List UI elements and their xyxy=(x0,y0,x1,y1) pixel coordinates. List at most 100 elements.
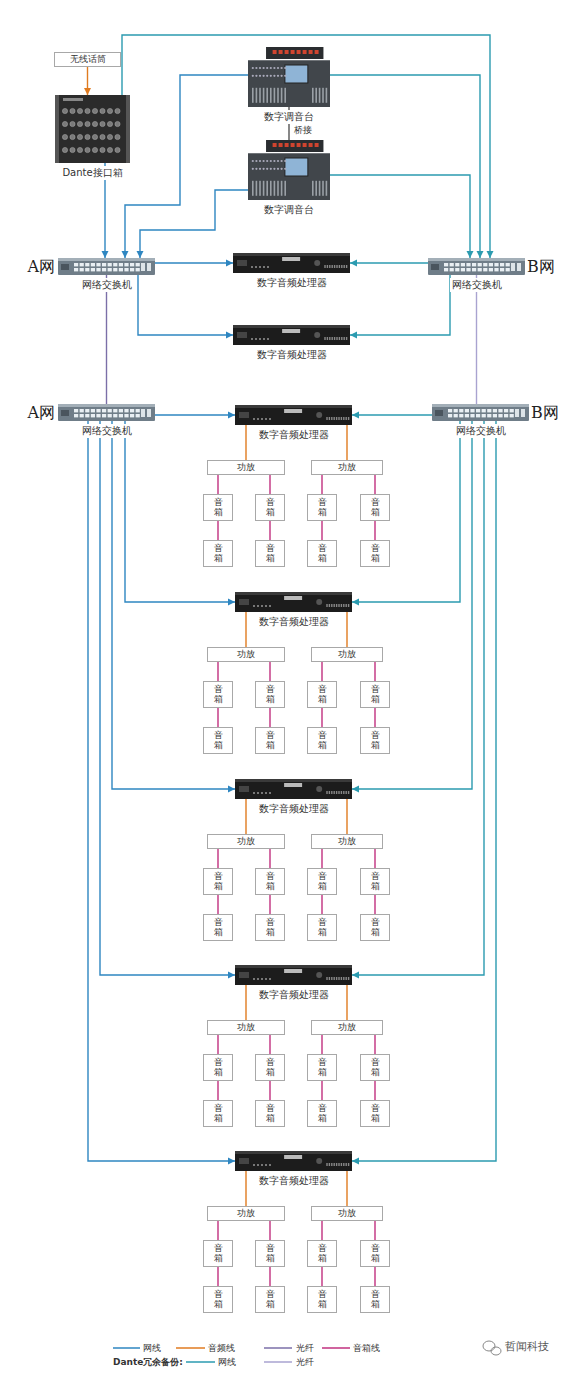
speaker-label: 音箱 xyxy=(318,918,327,938)
connector-line xyxy=(155,414,235,415)
connector xyxy=(375,1221,376,1240)
connector-line xyxy=(346,1171,347,1206)
connector-line xyxy=(269,849,270,868)
speaker-box: 音箱 xyxy=(203,1240,233,1267)
arrowhead xyxy=(228,1158,235,1165)
connector xyxy=(476,275,477,404)
connector xyxy=(347,985,348,1020)
connector-line xyxy=(112,421,235,789)
speaker-label: 音箱 xyxy=(371,498,380,518)
speaker-label: 音箱 xyxy=(371,1104,380,1124)
device-label: 数字音频处理器 xyxy=(257,802,331,816)
speaker-label: 音箱 xyxy=(214,1244,223,1264)
redundant-fiber-sample xyxy=(264,1361,292,1363)
connector xyxy=(350,275,450,339)
speaker-label: 音箱 xyxy=(266,544,275,564)
connector-line xyxy=(217,895,218,914)
arrowhead xyxy=(352,786,359,793)
connector xyxy=(347,799,348,834)
connector-line xyxy=(269,1035,270,1054)
connector xyxy=(270,849,271,868)
speaker-label: 音箱 xyxy=(214,1290,223,1310)
speaker-label: 音箱 xyxy=(214,685,223,705)
speaker-label: 音箱 xyxy=(318,1104,327,1124)
connector-line xyxy=(374,895,375,914)
audio-processor-graphic xyxy=(233,325,350,345)
arrowhead xyxy=(350,332,357,339)
amplifier-box: 功放 xyxy=(311,1206,383,1221)
audio-processor: 数字音频处理器 xyxy=(235,965,352,985)
connector xyxy=(330,175,474,258)
connector-line xyxy=(269,1081,270,1100)
device-label: 数字音频处理器 xyxy=(257,615,331,629)
speaker-box: 音箱 xyxy=(360,1054,390,1081)
connector xyxy=(322,1035,323,1054)
arrowhead xyxy=(487,251,494,258)
speaker-label: 音箱 xyxy=(214,918,223,938)
connector xyxy=(218,1035,219,1054)
arrowhead xyxy=(228,972,235,979)
speaker-label: 音箱 xyxy=(266,918,275,938)
connector-line xyxy=(217,1035,218,1054)
device-label: 数字调音台 xyxy=(262,110,316,124)
connector-line xyxy=(330,75,480,258)
connector-line xyxy=(269,895,270,914)
speaker-label: 音箱 xyxy=(371,872,380,892)
speaker-label: 音箱 xyxy=(371,731,380,751)
connector-line xyxy=(217,708,218,727)
connector xyxy=(122,35,494,258)
dante-interface-box-graphic xyxy=(55,95,130,163)
speaker-label: 音箱 xyxy=(318,1058,327,1078)
device-label: 数字音频处理器 xyxy=(255,276,329,290)
connector xyxy=(246,425,247,460)
speaker-box: 音箱 xyxy=(360,914,390,941)
mixing-console: 数字调音台 xyxy=(248,140,330,200)
legend-text: 音频线 xyxy=(208,1342,235,1354)
speaker-label: 音箱 xyxy=(266,1290,275,1310)
speaker-label: 音箱 xyxy=(266,872,275,892)
connector xyxy=(375,895,376,914)
connector xyxy=(375,475,376,494)
speaker-box: 音箱 xyxy=(360,494,390,521)
connector xyxy=(218,1267,219,1286)
speaker-label: 音箱 xyxy=(266,1104,275,1124)
arrowhead xyxy=(226,332,233,339)
speaker-line-sample xyxy=(322,1347,350,1349)
connector-line xyxy=(217,849,218,868)
connector xyxy=(270,708,271,727)
mixing-console: 数字调音台 xyxy=(248,47,330,107)
speaker-label: 音箱 xyxy=(266,685,275,705)
speaker-box: 音箱 xyxy=(307,1100,337,1127)
connector xyxy=(322,895,323,914)
speaker-box: 音箱 xyxy=(360,1286,390,1313)
device-label: 数字音频处理器 xyxy=(255,348,329,362)
connector xyxy=(88,421,235,1165)
network-switch-graphic xyxy=(58,258,155,275)
audio-processor-graphic xyxy=(235,405,352,425)
speaker-label: 音箱 xyxy=(371,1290,380,1310)
device-label: 网络交换机 xyxy=(80,278,134,292)
connector xyxy=(322,521,323,540)
connector xyxy=(138,275,233,339)
speaker-label: 音箱 xyxy=(318,544,327,564)
connector xyxy=(352,421,496,1165)
connector-line xyxy=(374,1035,375,1054)
connector-line xyxy=(374,1081,375,1100)
connector xyxy=(84,67,91,95)
speaker-box: 音箱 xyxy=(307,727,337,754)
connector-line xyxy=(321,1035,322,1054)
amplifier-box: 功放 xyxy=(207,647,285,662)
speaker-box: 音箱 xyxy=(360,1240,390,1267)
connector-line xyxy=(217,1221,218,1240)
speaker-box: 音箱 xyxy=(360,727,390,754)
connector xyxy=(218,521,219,540)
speaker-box: 音箱 xyxy=(360,1100,390,1127)
connector-line xyxy=(374,521,375,540)
connector xyxy=(375,1267,376,1286)
speaker-box: 音箱 xyxy=(307,494,337,521)
speaker-box: 音箱 xyxy=(255,540,285,567)
connector-line xyxy=(352,421,460,602)
connector-line xyxy=(346,425,347,460)
network-switch: B网网络交换机 xyxy=(432,404,529,421)
speaker-box: 音箱 xyxy=(307,1286,337,1313)
